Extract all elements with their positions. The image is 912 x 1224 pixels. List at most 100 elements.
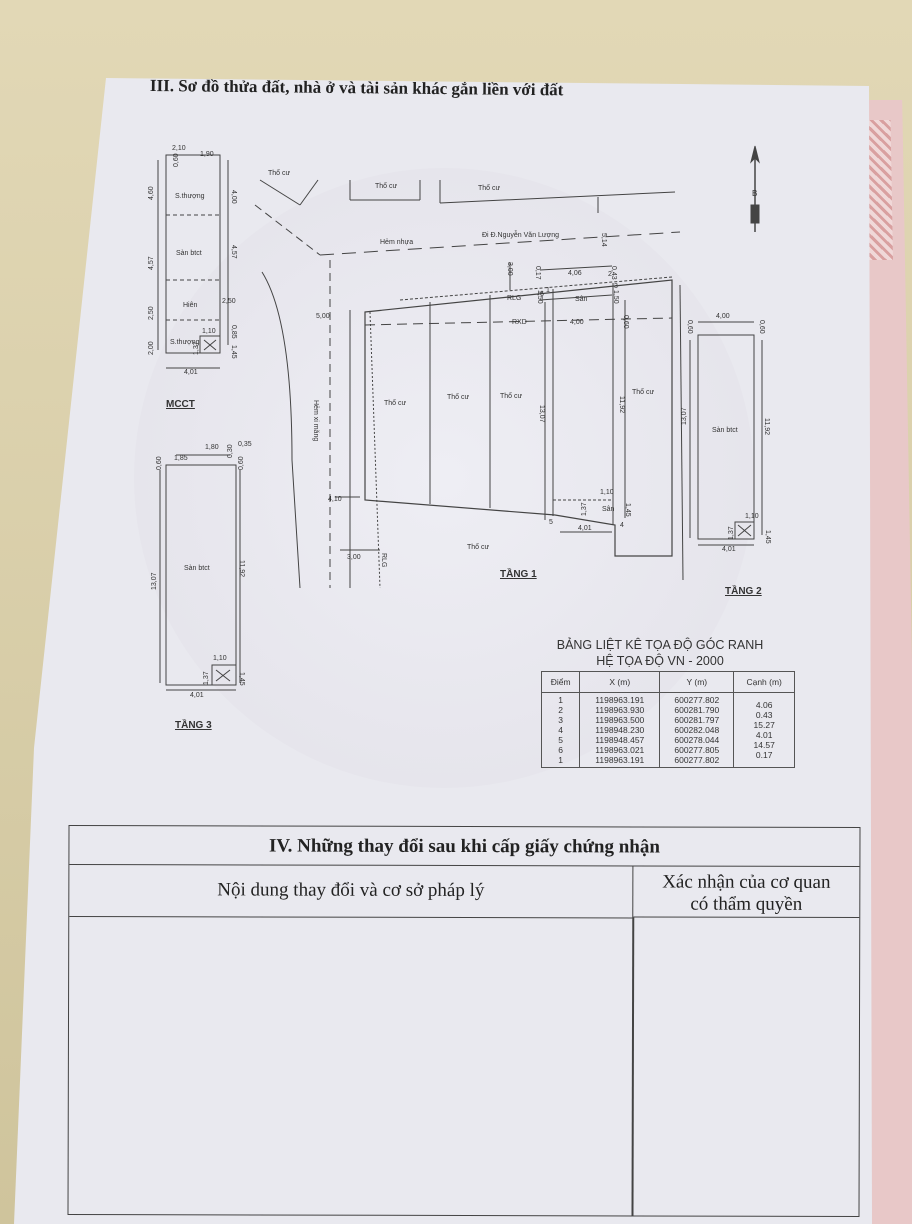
tang2-dim: 1,10 — [745, 513, 759, 520]
mcct-dim: 4,00 — [230, 190, 237, 204]
mcct-dim: 0,60 — [173, 153, 180, 167]
changes-table: IV. Những thay đổi sau khi cấp giấy chứn… — [67, 824, 861, 1218]
mcct-dim: 2,50 — [222, 298, 236, 305]
mcct-dim: 4,01 — [184, 369, 198, 376]
table-cell: 600277.802 — [674, 755, 720, 765]
tang2-dim: 1,45 — [764, 530, 771, 544]
tang3-outline — [165, 464, 237, 686]
tang1-dim: 3,00 — [506, 262, 513, 276]
x-column: 1198963.191 1198963.930 1198963.500 1198… — [579, 692, 661, 768]
tang1-dim: 3,00 — [347, 554, 361, 561]
tang3-dim: 0,60 — [156, 456, 163, 470]
neighbor-label: Thổ cư — [500, 392, 523, 400]
tang1-dim: 11,92 — [618, 396, 625, 413]
table-cell: 600281.797 — [674, 715, 720, 725]
road-label: Hẻm xi măng — [312, 400, 319, 441]
mcct-room: Hiên — [183, 302, 198, 309]
plan-label: RLG — [380, 553, 387, 567]
tang1-dim: 0,60 — [622, 315, 629, 329]
tang3-dim: 0,35 — [238, 441, 252, 448]
table-cell: 6 — [558, 745, 564, 755]
tang1-dim: 4,00 — [570, 319, 584, 326]
table-cell: 1 — [558, 755, 564, 765]
tang1-dim: 4,06 — [568, 270, 582, 277]
tang3-dim: 0,30 — [227, 444, 234, 458]
tang2-dim: 1,37 — [728, 526, 735, 540]
tang1-dim: 1,45 — [624, 503, 631, 517]
table-cell: 14.57 — [753, 740, 775, 750]
authority-header-line2: có thẩm quyền — [690, 893, 803, 915]
mcct-dim: 4,57 — [230, 245, 237, 259]
table-cell: 1198963.500 — [595, 715, 645, 725]
point-column: 1 2 3 4 5 6 1 — [540, 692, 581, 768]
changes-content-header: Nội dung thay đổi và cơ sở pháp lý — [69, 863, 634, 919]
table-cell: 0.43 — [755, 710, 773, 720]
col-header: Y (m) — [659, 671, 735, 693]
column-divider — [631, 917, 634, 1216]
tang1-dim: 13,07 — [538, 405, 545, 423]
edge-column: 4.06 0.43 15.27 4.01 14.57 0.17 — [733, 692, 795, 768]
table-cell: 0.17 — [755, 750, 773, 760]
mcct-dim: 4,60 — [148, 186, 155, 200]
tang3-dim: 1,10 — [213, 655, 227, 662]
table-cell: 4.01 — [755, 730, 773, 740]
tang2-dim: 11,92 — [763, 418, 770, 435]
table-cell: 600281.790 — [674, 705, 720, 715]
tang2-outline — [697, 334, 755, 540]
table-cell: 1198963.191 — [595, 755, 645, 765]
tang2-dim: 0,60 — [758, 320, 765, 334]
table-cell: 1198963.191 — [595, 695, 645, 705]
coord-table-header: Điểm X (m) Y (m) Cạnh (m) — [540, 671, 795, 693]
tang3-room: Sàn btct — [184, 565, 210, 572]
coord-title-line1: BẢNG LIỆT KÊ TỌA ĐỘ GÓC RANH — [556, 638, 764, 652]
tang2-room: Sàn btct — [712, 427, 738, 434]
table-cell: 5 — [558, 735, 564, 745]
section4-title: IV. Những thay đổi sau khi cấp giấy chứn… — [69, 825, 860, 868]
road-label: Đi Đ.Nguyễn Văn Lượng — [482, 230, 559, 239]
coord-title-line2: HỆ TỌA ĐỘ VN - 2000 — [596, 654, 724, 668]
mcct-dim: 1,10 — [202, 328, 216, 335]
tang1-dim: 4,01 — [578, 525, 592, 532]
mcct-dim: 1,90 — [200, 151, 214, 158]
table-cell: 2 — [558, 705, 564, 715]
mcct-room: S.thượng — [170, 339, 200, 346]
mcct-section — [157, 154, 229, 369]
plan-label: RLG — [507, 295, 521, 302]
tang1-dim: 1,50 — [536, 290, 543, 304]
tang1-dim: 1,10 — [600, 489, 614, 496]
tang3-floor — [159, 454, 241, 691]
tang2-dim: 13,07 — [681, 407, 688, 425]
table-cell: 600277.802 — [674, 695, 720, 705]
tang2-dim: 0,60 — [686, 320, 693, 334]
coord-table: Điểm X (m) Y (m) Cạnh (m) 1 2 3 4 5 6 1 … — [540, 671, 795, 768]
plan-label: Sân — [575, 296, 588, 303]
table-cell: 3 — [558, 715, 564, 725]
y-column: 600277.802 600281.790 600281.797 600282.… — [659, 692, 735, 768]
tang1-dim: 5,00 — [316, 313, 330, 320]
tang1-dim: 5,14 — [600, 233, 607, 247]
table-row: 1 2 3 4 5 6 1 1198963.191 1198963.930 11… — [540, 692, 795, 768]
table-cell: 15.27 — [753, 720, 775, 730]
north-arrow-icon — [750, 145, 760, 232]
tang3-label: TẦNG 3 — [175, 718, 212, 731]
plan-label: Sân — [602, 506, 615, 513]
tang3-dim: 1,37 — [203, 671, 210, 685]
authority-confirmation-header: Xác nhận của cơ quan có thẩm quyền — [633, 865, 860, 919]
neighbor-label: Thổ cư — [375, 182, 398, 190]
plan-label: RXD — [512, 319, 527, 326]
tang1-label: TẦNG 1 — [500, 567, 537, 580]
table-cell: 600282.048 — [674, 725, 720, 735]
corner-point: 5 — [549, 519, 553, 526]
road-label: Hẻm nhựa — [380, 239, 413, 246]
tang1-dim: 1,37 — [581, 502, 588, 516]
corner-point: 6 — [540, 291, 544, 298]
tang1-dim: 1,50 — [612, 290, 619, 304]
neighbor-label: Thổ cư — [268, 169, 291, 177]
corner-point: 4 — [620, 522, 624, 529]
col-header: Điểm — [540, 671, 581, 693]
table-cell: 4 — [558, 725, 564, 735]
certificate-page — [14, 78, 872, 1224]
authority-header-line1: Xác nhận của cơ quan — [662, 871, 831, 893]
table-cell: 1198963.930 — [595, 705, 645, 715]
